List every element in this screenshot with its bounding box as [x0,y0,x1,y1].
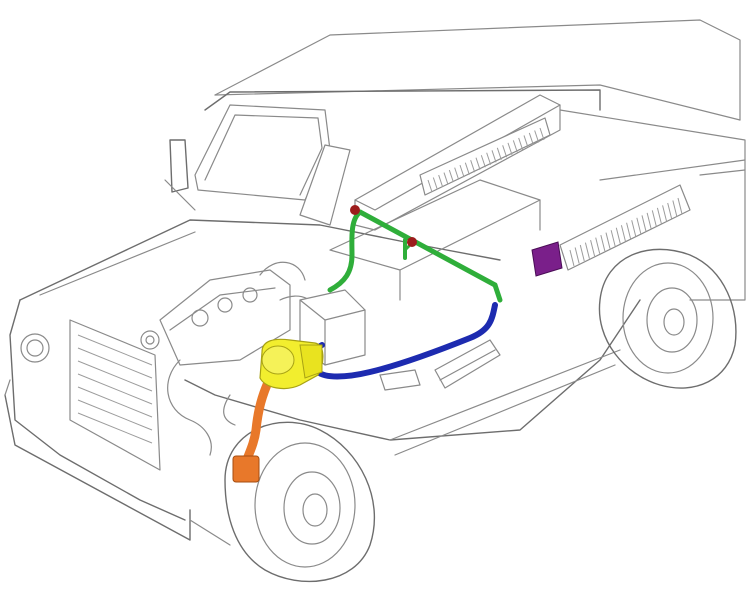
radiator-fin [528,132,534,146]
radiator-fin [427,179,433,193]
vehicle-body [4,19,746,546]
radiator-fin [667,202,673,220]
radiator-fin [656,207,662,225]
yellow-pump-unit [259,338,324,390]
radiator-fin [677,197,683,215]
radiator-fin [438,174,444,188]
radiator-fin [584,242,590,259]
radiator-fin [464,162,470,175]
radiator-fin [475,157,481,170]
radiator-fin [507,142,513,156]
radiator-fin [534,130,540,143]
radiator-fin [615,227,621,244]
side-radiator [559,184,691,271]
orange-pipe [232,373,275,483]
front-wheel [224,421,376,582]
radiator-fin [486,152,492,165]
radiator-fin [626,222,632,239]
radiator-fin [641,215,647,232]
radiator-fin [610,230,616,247]
radiator-fin [470,160,476,173]
purple-valve-block [531,241,563,277]
radiator-fin [605,232,611,249]
radiator-fin [636,217,642,234]
radiator-fin [432,177,438,190]
red-connectors [350,205,417,247]
radiator-fin [454,167,460,180]
radiator-fin [574,247,580,264]
radiator-fin [443,172,449,185]
radiator-fin [448,169,454,183]
radiator-fin [600,235,606,252]
side-mirror [164,139,196,211]
radiator-fin [631,220,637,237]
radiator-fin [646,212,652,229]
green-hose [327,209,503,303]
upper-radiator [419,117,551,196]
rear-wheel [598,248,737,389]
radiator-fin [496,147,502,160]
radiator-fin [672,200,678,217]
radiator-fin [512,140,518,153]
radiator-fin [620,225,626,242]
radiator-fin [651,210,657,227]
radiator-fin [523,135,529,148]
radiator-fin [662,205,668,222]
radiator-fin [595,237,601,254]
lower-unit [379,339,501,391]
radiator-fin [590,239,596,257]
radiator-fin [569,249,575,267]
radiator-fin [480,155,486,168]
radiator-fin [518,137,524,151]
radiator-fin [539,127,545,141]
radiator-fin [491,150,497,163]
radiator-fin [459,164,465,178]
interior-panels [299,94,561,301]
radiator-fin [579,244,585,262]
radiator-fin [502,145,508,158]
